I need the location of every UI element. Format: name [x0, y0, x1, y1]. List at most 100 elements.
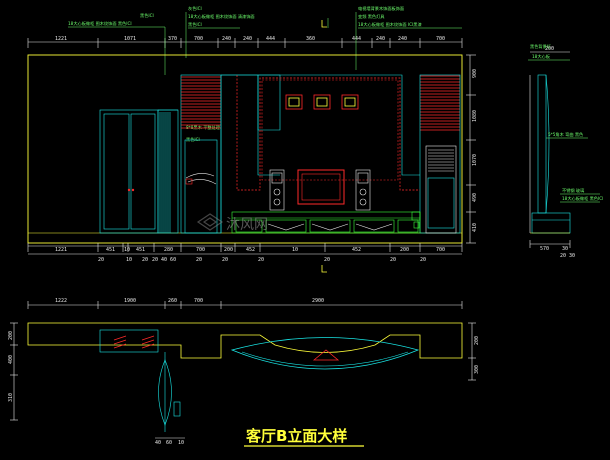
section-marker-top [321, 20, 327, 28]
speakers [269, 169, 371, 211]
bottom-dim-8: 452 [246, 247, 255, 253]
note-1: 黑色ICI [140, 12, 154, 19]
side-note-5: 18大心板做柜 黑色ICI [562, 195, 603, 202]
right-dim-2: 1080 [472, 110, 478, 122]
bottom-dim-6: 700 [196, 247, 205, 253]
plan-right-dim-2: 300 [474, 365, 480, 374]
sub-dim-2: 10 [126, 257, 132, 263]
plan-top-dim-5: 2900 [312, 298, 324, 304]
top-dim-7: 444 [266, 36, 275, 42]
plan-right-dim-1: 200 [474, 336, 480, 345]
sub-dim-3: 20 [142, 257, 148, 263]
elevation-notes: 黑色ICI 18大心板做柜 图木纹饰面 黑色ICI 灰色ICI 18大心板做柜 … [68, 5, 462, 143]
plan-bottom-dim-3: 10 [178, 440, 184, 446]
main-elevation: 1221 1071 370 700 240 240 444 360 444 24… [27, 5, 478, 273]
left-red-slats [181, 76, 221, 129]
side-note-3: 5*5角木 弯曲 黑色 [548, 131, 584, 138]
hallway-column-plan [158, 352, 181, 432]
note-10: 18大心板做柜 图木纹饰面 ICI黑漆 [358, 21, 422, 28]
sub-dim-1: 20 [98, 257, 104, 263]
side-bottom-dim-2: 30 [562, 246, 568, 252]
side-note-4: 不锈钢 玻璃 [562, 187, 584, 194]
plan-wall-outline [27, 322, 463, 359]
note-5: 黑色ICI [188, 21, 202, 28]
watermark-text: 沐风网 [226, 217, 268, 233]
bottom-dim-4: 451 [136, 247, 145, 253]
top-dim-9: 444 [352, 36, 361, 42]
drawing-title-block: 客厅B立面大样 [244, 427, 364, 447]
top-dim-11: 240 [398, 36, 407, 42]
plan-bottom-dim-1: 40 [155, 440, 161, 446]
plan-bottom-dim-2: 60 [166, 440, 172, 446]
plan-view: 1222 1900 260 700 2900 20 [8, 298, 480, 446]
top-dim-4: 700 [194, 36, 203, 42]
plant-sketch [185, 173, 217, 185]
bottom-dimension-line [27, 243, 463, 255]
note-3: 灰色ICI [188, 5, 202, 12]
plan-top-dim-1: 1222 [55, 298, 67, 304]
television [297, 169, 345, 205]
bottom-dim-5: 280 [164, 247, 173, 253]
sub-dim-9: 20 [390, 257, 396, 263]
wall-outline [27, 54, 463, 244]
side-note-1: 黑色背景灯 [530, 43, 552, 50]
bottom-dim-1: 1221 [55, 247, 67, 253]
bottom-dim-7: 200 [224, 247, 233, 253]
top-dim-8: 360 [306, 36, 315, 42]
top-dim-2: 1071 [124, 36, 136, 42]
side-note-2: 18大心板 [532, 53, 551, 60]
sub-dim-6: 20 [222, 257, 228, 263]
side-top-dim: 200 [545, 46, 554, 52]
air-conditioner [425, 145, 457, 234]
left-cabinet [99, 109, 179, 234]
tv-plinth-plan [230, 337, 420, 370]
top-dim-1: 1221 [55, 36, 67, 42]
note-7: 黑色ICI [186, 136, 200, 143]
plan-left-dim-3: 310 [8, 393, 14, 402]
bottom-dim-9: 10 [292, 247, 298, 253]
bottom-dim-3: 10 [124, 247, 130, 253]
note-9: 变频 黑色灯具 [358, 13, 385, 20]
right-vertical-dimension [466, 54, 476, 244]
plan-top-dim-4: 700 [194, 298, 203, 304]
side-bottom-dim-1: 570 [540, 246, 549, 252]
bottom-dim-10: 452 [352, 247, 361, 253]
right-dim-5: 410 [472, 223, 478, 232]
note-6: 8*8黑木 平整处理 [186, 124, 221, 131]
watermark: 沐风网 [196, 213, 268, 233]
sub-dim-7: 20 [258, 257, 264, 263]
right-dim-3: 1070 [472, 154, 478, 166]
top-dimension-line [27, 38, 463, 48]
tv-wall-inner-outline [220, 74, 420, 233]
bottom-dim-2: 451 [106, 247, 115, 253]
sub-dim-8: 20 [324, 257, 330, 263]
bottom-dim-12: 700 [436, 247, 445, 253]
note-8: 电视墙背景木饰面板饰面 [358, 5, 404, 12]
top-dim-12: 700 [436, 36, 445, 42]
top-dim-3: 370 [168, 36, 177, 42]
top-dim-10: 240 [376, 36, 385, 42]
decor-frames [285, 94, 359, 110]
tv-plan [312, 349, 340, 361]
plan-left-dim-2: 400 [8, 355, 14, 364]
tv-wall-dashed-outline [236, 75, 420, 191]
note-2: 18大心板做柜 图木纹饰面 黑色ICI [68, 20, 132, 27]
tv-cabinet [231, 211, 421, 234]
right-red-slats [420, 75, 460, 131]
plan-top-dim-3: 260 [168, 298, 177, 304]
sub-dim-10: 20 [420, 257, 426, 263]
top-dim-5: 240 [222, 36, 231, 42]
top-dim-6: 240 [243, 36, 252, 42]
drawing-title: 客厅B立面大样 [245, 427, 347, 445]
sub-dim-5: 20 [196, 257, 202, 263]
plan-top-dim-2: 1900 [124, 298, 136, 304]
right-dim-4: 490 [472, 193, 478, 202]
section-marker-bottom [321, 265, 327, 273]
note-4: 18大心板做柜 图木纹饰面 清漆饰面 [188, 13, 255, 20]
cabinet-plan-hatch [113, 335, 155, 349]
side-section: 200 黑色背景灯 18大心板 5*5角木 弯曲 黑色 不锈钢 玻璃 18大心板… [528, 43, 603, 259]
plan-left-dim-1: 200 [8, 331, 14, 340]
sub-dim-4: 20 40 60 [152, 257, 176, 263]
side-bottom-dim-3: 20 30 [560, 253, 575, 259]
